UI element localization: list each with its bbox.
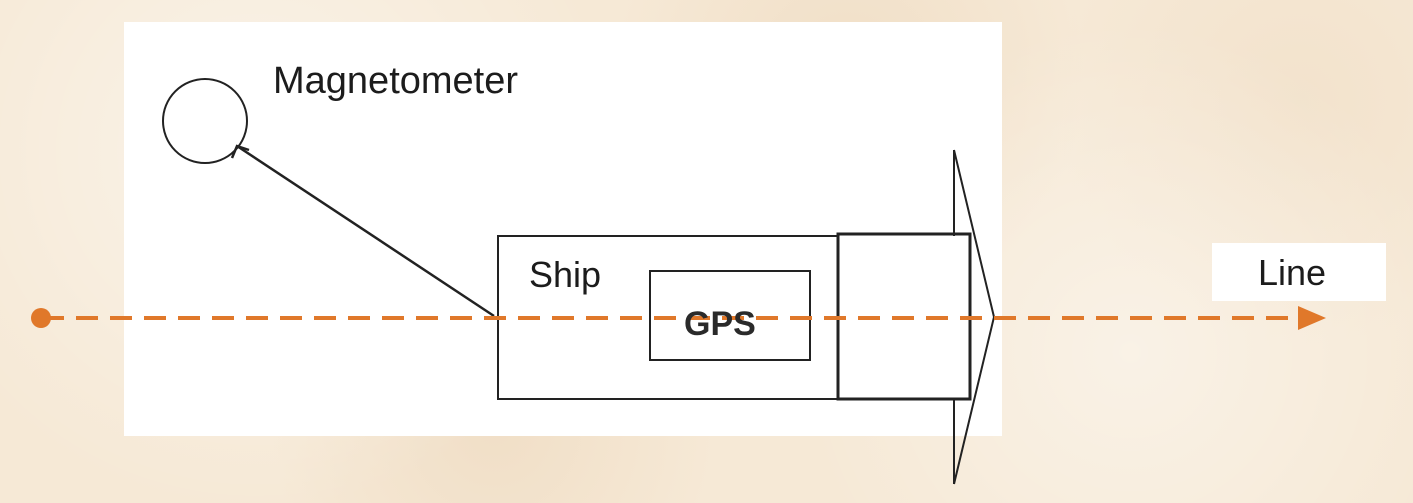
gps-box: [649, 270, 811, 361]
tow-cable: [236, 144, 495, 318]
survey-line-arrowhead-icon: [1298, 306, 1326, 330]
line-label: Line: [1258, 252, 1327, 293]
magnetometer-circle-icon: [162, 78, 248, 164]
line-label-box: [1212, 243, 1386, 301]
survey-line-start-dot-icon: [31, 308, 51, 328]
ship-label: Ship: [529, 254, 602, 295]
magnetometer-label: Magnetometer: [273, 60, 519, 102]
gps-label: GPS: [684, 305, 756, 343]
tow-cable-arrowhead-icon: [230, 144, 250, 159]
